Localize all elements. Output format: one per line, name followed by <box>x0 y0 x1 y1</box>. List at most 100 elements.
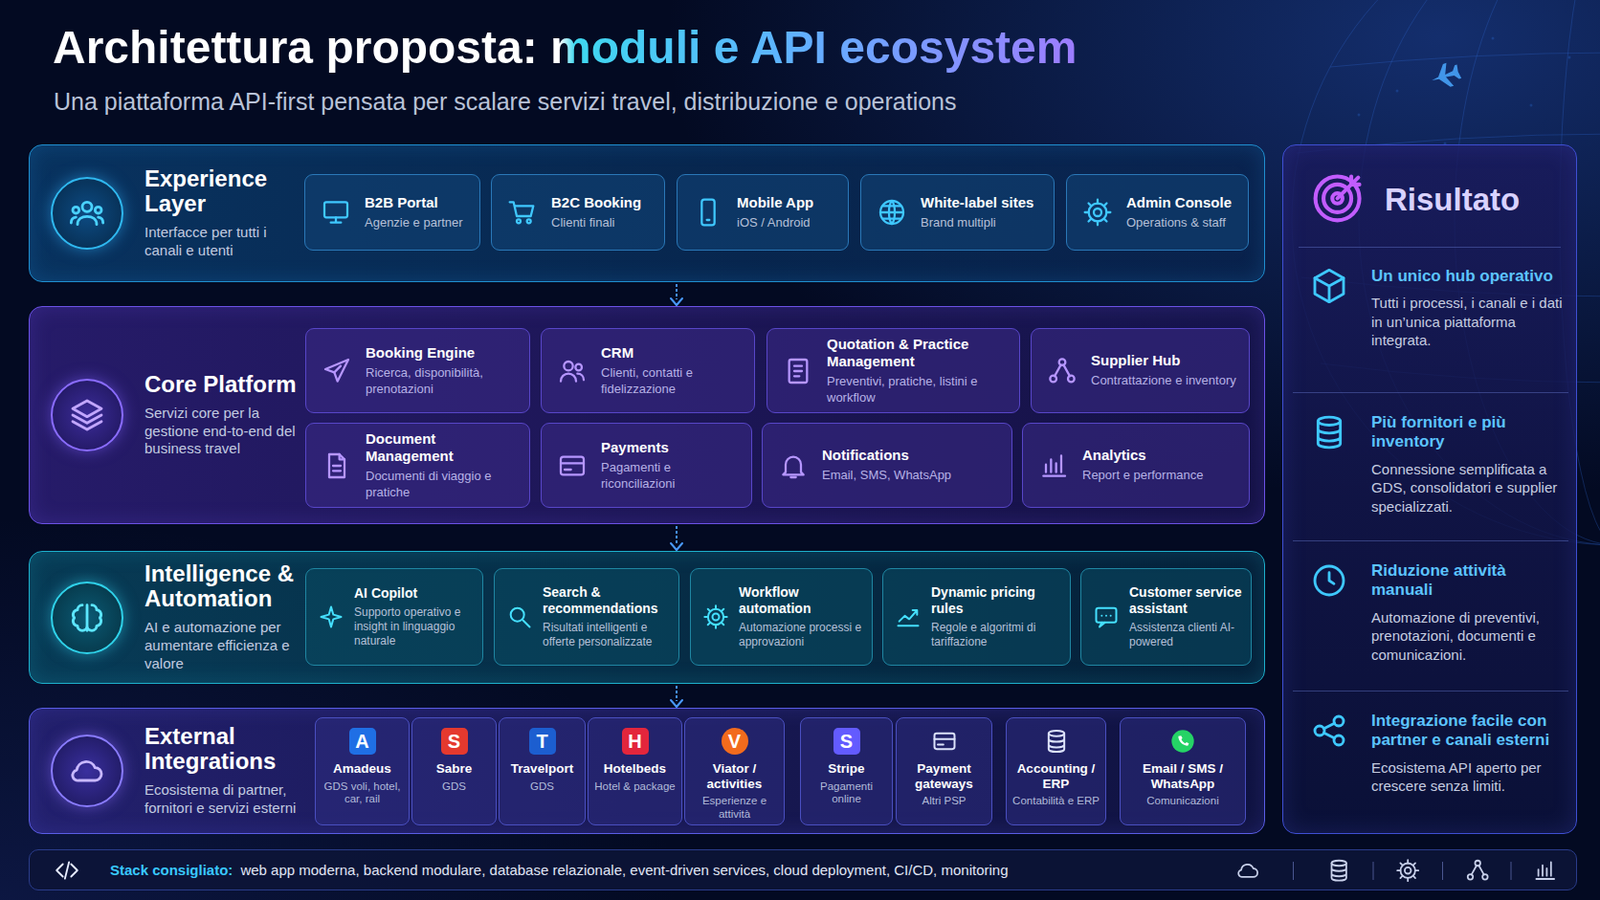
icon-shape <box>510 201 534 217</box>
icon-shape <box>516 219 521 223</box>
integration-box: SSabreGDS <box>411 717 497 826</box>
layer-title: Intelligence & Automation <box>144 561 306 612</box>
module-title: Dynamic pricing rules <box>931 584 1065 618</box>
module-description: Preventivi, pratiche, listini e workflow <box>826 374 1012 406</box>
icon-shape <box>675 526 678 545</box>
icon-shape <box>333 454 345 471</box>
module-text: NotificationsEmail, SMS, WhatsApp <box>822 446 952 484</box>
module-text: Booking EngineRicerca, disponibilità, pr… <box>365 344 522 398</box>
integration-box: TTravelportGDS <box>498 717 586 826</box>
module-title: AI Copilot <box>354 585 477 602</box>
icon-shape <box>1085 200 1112 226</box>
cloud-icon <box>67 752 107 791</box>
layer-text: Experience LayerInterfacce per tutti i c… <box>144 145 306 282</box>
icon-shape <box>575 363 582 371</box>
result-item: Un unico hub operativoTutti i processi, … <box>1292 251 1569 394</box>
icon-shape <box>77 216 97 224</box>
icon-shape <box>70 217 103 223</box>
layer-band: External IntegrationsEcosistema di partn… <box>28 708 1266 835</box>
layer-text: External IntegrationsEcosistema di partn… <box>144 709 306 834</box>
clock-icon <box>1310 561 1349 600</box>
bell-icon <box>777 450 809 482</box>
db-icon <box>1310 413 1349 452</box>
icon-shape <box>790 475 796 478</box>
icon-shape <box>1314 269 1344 302</box>
icon-shape <box>56 862 78 879</box>
result-description: Ecosistema API aperto per crescere senza… <box>1371 758 1563 797</box>
search-icon <box>506 603 534 631</box>
module-title: Search & recommendations <box>542 584 673 618</box>
module-title: Analytics <box>1082 446 1203 465</box>
doc-icon <box>782 355 814 387</box>
brain-icon <box>67 599 107 638</box>
icon-shape <box>1238 865 1258 878</box>
module-text: B2C BookingClienti finali <box>551 194 642 231</box>
icon-shape <box>333 365 341 373</box>
icon-shape <box>1491 37 1495 41</box>
icon-shape <box>1099 616 1112 628</box>
integration-box: AAmadeusGDS voli, hotel, car, rail <box>314 717 410 826</box>
module-title: Supplier Hub <box>1090 352 1237 370</box>
stack-icons <box>1206 850 1571 892</box>
icon-shape <box>1333 716 1344 727</box>
card-icon <box>556 450 588 482</box>
module-box: Customer service assistantAssistenza cli… <box>1080 568 1252 667</box>
diagram-title: Architettura proposta: moduli e API ecos… <box>52 21 1077 74</box>
icon-shape <box>789 359 808 383</box>
icon-shape <box>1332 861 1347 867</box>
gear-icon <box>702 603 730 631</box>
icon-shape <box>324 201 348 218</box>
bars-icon <box>1038 450 1069 482</box>
module-description: Report e performance <box>1082 467 1203 484</box>
module-title: CRM <box>600 344 747 362</box>
logo-letter: H <box>627 731 642 754</box>
layer-description: Servizi core per la gestione end-to-end … <box>144 404 306 459</box>
brand-logo: T <box>529 728 556 756</box>
integration-name: Accounting / ERP <box>1010 761 1102 792</box>
result-text: Integrazione facile con partner e canali… <box>1371 711 1563 797</box>
stack-bar: Stack consigliato:web app moderna, backe… <box>28 849 1578 891</box>
integration-description: Altri PSP <box>921 795 966 809</box>
icon-shape <box>1337 176 1360 199</box>
integration-name: Hotelbeds <box>603 761 667 778</box>
module-box: White-label sitesBrand multipli <box>860 174 1055 251</box>
flow-arrow <box>670 686 683 708</box>
icon-shape <box>1357 113 1361 117</box>
icon-shape <box>1177 735 1189 747</box>
module-title: White-label sites <box>920 194 1034 212</box>
result-panel: RisultatoUn unico hub operativoTutti i p… <box>1282 144 1578 835</box>
icon-shape <box>794 365 802 377</box>
icon-shape <box>1397 860 1419 882</box>
icon-shape <box>1238 865 1258 878</box>
icon-shape <box>563 361 573 371</box>
result-description: Tutti i processi, i canali e i dati in u… <box>1371 293 1563 351</box>
layer-description: Interfacce per tutti i canali e utenti <box>144 223 306 261</box>
module-description: iOS / Android <box>736 215 814 231</box>
flow-arrow <box>670 284 683 306</box>
result-text: Più fornitori e più inventoryConnessione… <box>1371 413 1563 516</box>
integration-description: GDS voli, hotel, car, rail <box>319 780 405 808</box>
icon-shape <box>880 200 904 224</box>
module-box: AI CopilotSupporto operativo e insight i… <box>305 568 484 667</box>
integration-description: Comunicazioni <box>1146 795 1219 809</box>
module-box: PaymentsPagamenti e riconciliazioni <box>540 422 753 509</box>
integration-name: Payment gateways <box>900 761 988 792</box>
icon-shape <box>1332 861 1347 882</box>
module-description: Supporto operativo e insight in linguagg… <box>354 605 477 649</box>
icon-shape <box>560 373 577 381</box>
result-description: Connessione semplificata a GDS, consolid… <box>1371 460 1563 517</box>
layer-icon-circle <box>50 581 124 655</box>
result-item: Più fornitori e più inventoryConnessione… <box>1292 398 1569 542</box>
icon-shape <box>1568 56 1572 60</box>
icon-shape <box>782 456 803 475</box>
trend-icon <box>894 603 922 631</box>
layer-description: AI e automazione per aumentare efficienz… <box>144 619 306 673</box>
module-description: Email, SMS, WhatsApp <box>822 467 952 484</box>
layer-band: Intelligence & Automation AI e automazion… <box>28 551 1266 685</box>
module-description: Operations & staff <box>1126 215 1232 231</box>
icon-shape <box>898 610 919 626</box>
stack-list: web app moderna, backend modulare, datab… <box>240 862 1008 879</box>
icon-shape <box>1292 862 1294 881</box>
module-title: Quotation & Practice Management <box>826 335 1012 371</box>
module-title: B2B Portal <box>364 194 464 212</box>
